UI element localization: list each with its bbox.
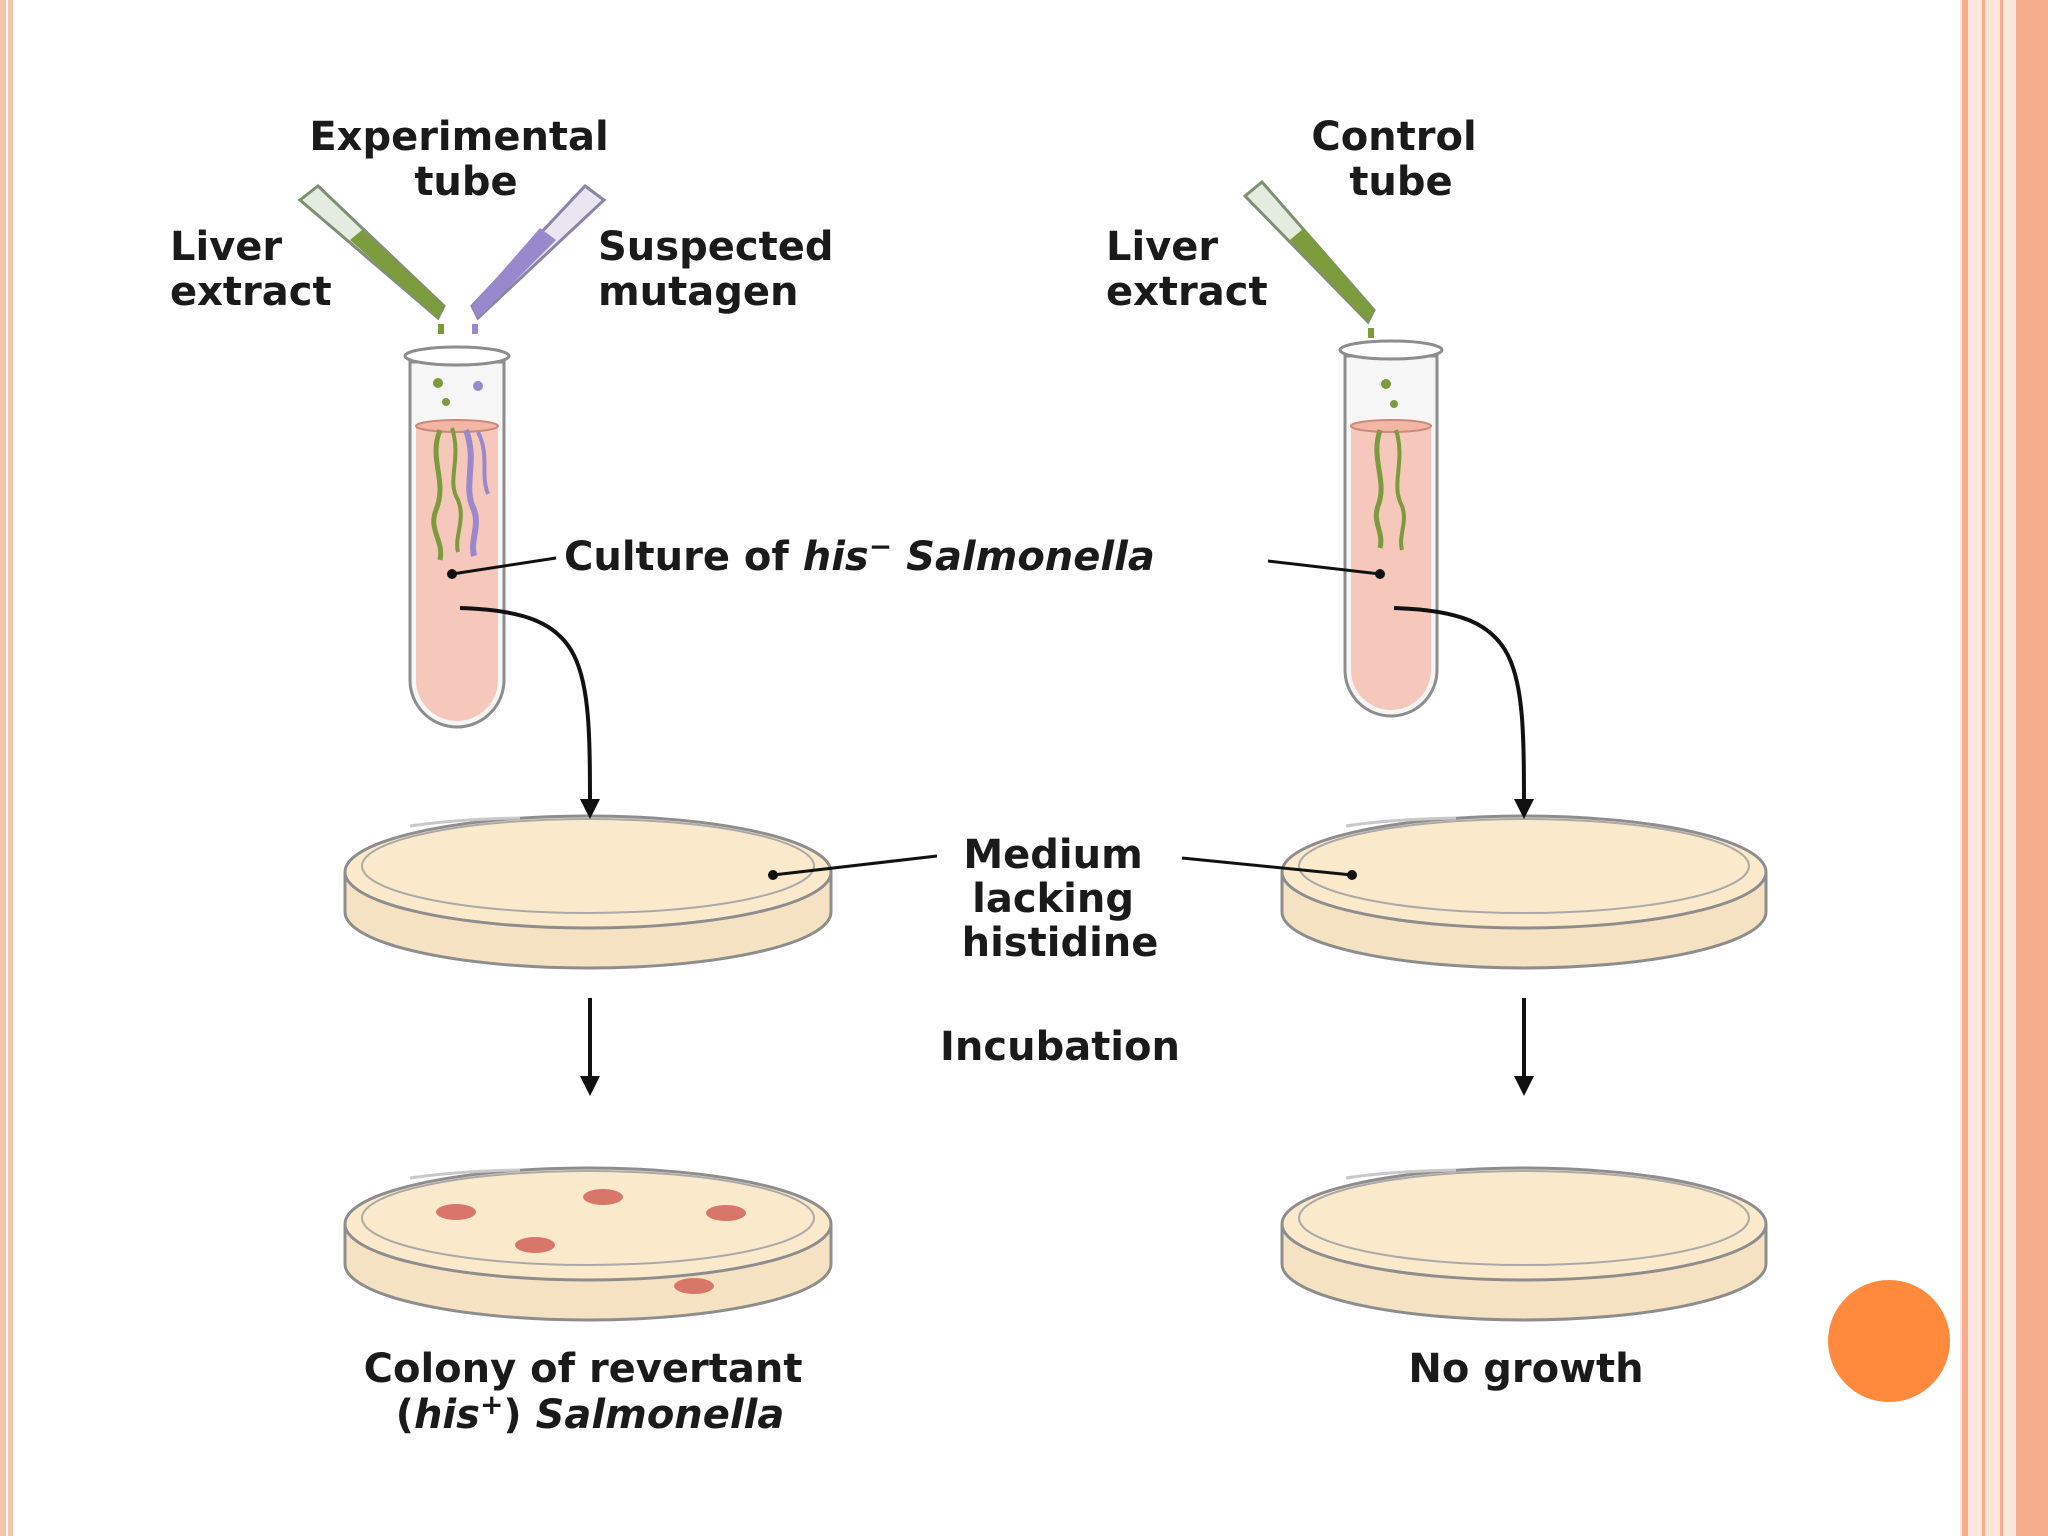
label-culture: Culture of his− Salmonella (564, 530, 1155, 580)
label-incubation: Incubation (940, 1024, 1180, 1070)
label-suspected-mutagen: Suspected mutagen (598, 224, 847, 315)
liver-extract-pipette-right (1242, 179, 1376, 338)
experimental-test-tube (403, 345, 511, 729)
petri-dish-control-no-growth (1280, 1166, 1768, 1322)
medium-leader-lines (768, 854, 1357, 880)
colony (436, 1204, 476, 1220)
slide-border-right (1960, 0, 2048, 1536)
arrow-tube-to-dish-right (1393, 606, 1534, 819)
suspected-mutagen-pipette (470, 184, 607, 334)
label-control-tube: Control tube (1311, 114, 1490, 205)
colony (674, 1278, 714, 1294)
colony (583, 1189, 623, 1205)
control-test-tube (1338, 339, 1444, 718)
liver-extract-pipette-left (297, 184, 446, 334)
label-liver-extract-right: Liver extract (1106, 224, 1268, 315)
label-experimental-tube: Experimental tube (309, 114, 622, 205)
petri-dish-experimental-colonies (343, 1166, 833, 1322)
label-no-growth: No growth (1408, 1346, 1643, 1392)
label-liver-extract-left: Liver extract (170, 224, 332, 315)
petri-dish-control-medium (1280, 814, 1768, 970)
slide-border-left (0, 0, 13, 1536)
label-medium-lacking-histidine: Medium lacking histidine (962, 832, 1159, 966)
colony (706, 1205, 746, 1221)
petri-dish-experimental-medium (343, 814, 833, 970)
colony (515, 1237, 555, 1253)
orange-dot-decoration (1828, 1280, 1950, 1402)
ames-test-diagram: Experimental tube Liver extract Suspecte… (170, 114, 1768, 1438)
culture-leader-lines (447, 556, 1385, 579)
label-colony-revertant: Colony of revertant (his+) Salmonella (364, 1346, 817, 1438)
arrow-tube-to-dish-left (459, 606, 600, 819)
